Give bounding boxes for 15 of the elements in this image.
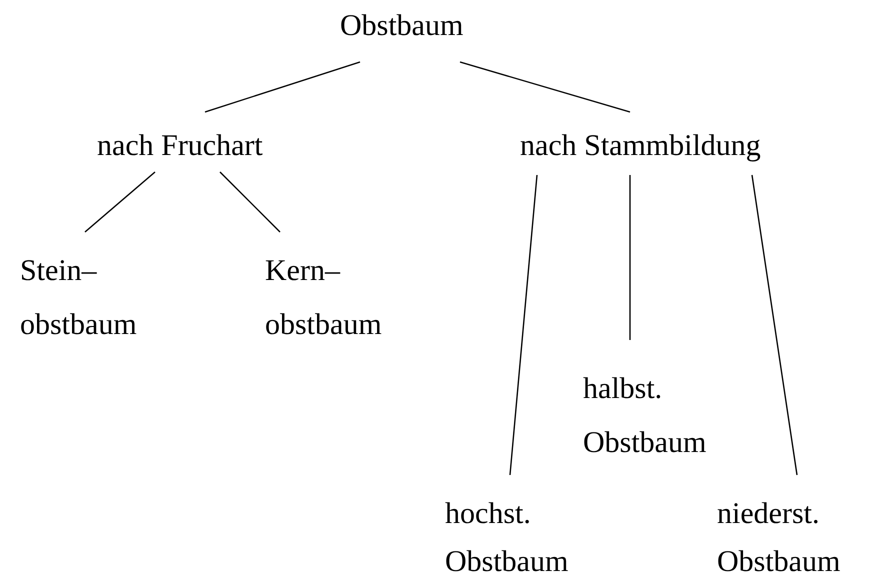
node-label: Stein– obstbaum bbox=[20, 253, 138, 343]
node-label: nach Fruchart bbox=[97, 128, 264, 164]
node-label: niederst. Obstbaum bbox=[717, 496, 842, 579]
node-label: Kern– obstbaum bbox=[265, 253, 383, 343]
tree-line bbox=[204, 61, 360, 113]
tree-line bbox=[220, 172, 280, 232]
tree-line bbox=[751, 174, 798, 476]
node-label: Obstbaum bbox=[340, 8, 464, 44]
node-label: hochst. Obstbaum bbox=[445, 496, 570, 579]
tree-line bbox=[509, 174, 538, 476]
node-label: nach Stammbildung bbox=[520, 128, 762, 164]
node-label: halbst. Obstbaum bbox=[583, 371, 708, 461]
tree-line bbox=[629, 175, 631, 340]
tree-line bbox=[460, 61, 630, 113]
tree-line bbox=[84, 172, 156, 232]
